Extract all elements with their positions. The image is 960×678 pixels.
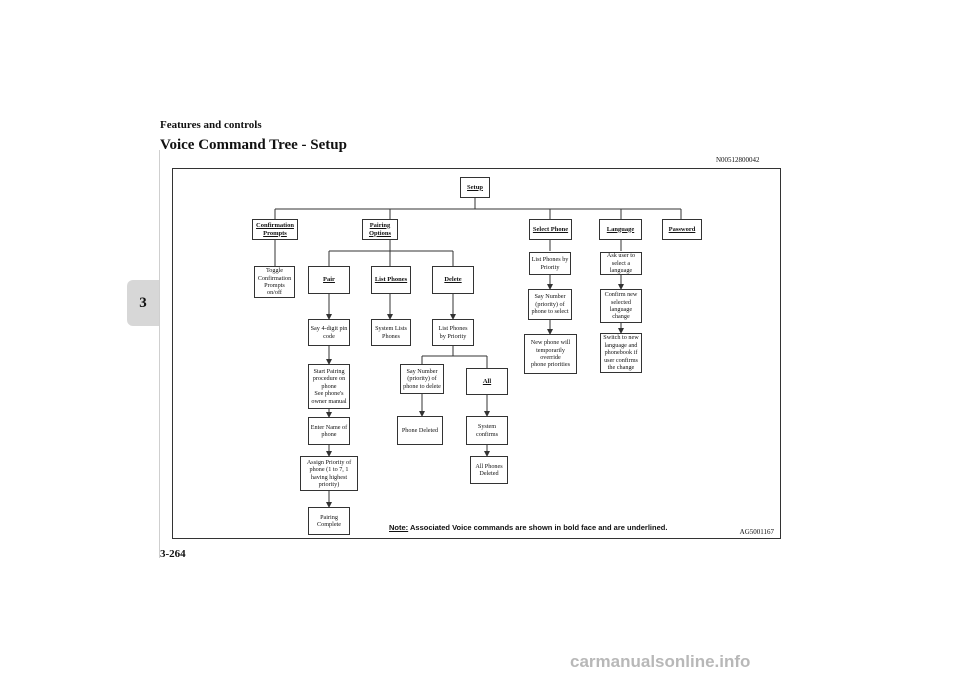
note-text: Associated Voice commands are shown in b… — [408, 523, 668, 532]
pairing-options-node: Pairing Options — [362, 219, 398, 240]
chapter-divider — [159, 150, 160, 558]
delete-node: Delete — [432, 266, 474, 294]
setup-node: Setup — [460, 177, 490, 198]
ask-user-language-node: Ask user to select a language — [600, 252, 642, 275]
enter-name-node: Enter Name of phone — [308, 417, 350, 445]
pair-node: Pair — [308, 266, 350, 294]
language-node: Language — [599, 219, 642, 240]
figure-code: AG5001167 — [739, 528, 774, 536]
password-node: Password — [662, 219, 702, 240]
select-phone-node: Select Phone — [529, 219, 572, 240]
system-confirms-node: System confirms — [466, 416, 508, 445]
reference-code: N00512800042 — [716, 156, 760, 164]
pairing-complete-node: Pairing Complete — [308, 507, 350, 535]
phone-deleted-node: Phone Deleted — [397, 416, 443, 445]
system-lists-phones-node: System Lists Phones — [371, 319, 411, 346]
start-pairing-node: Start Pairing procedure on phone See pho… — [308, 364, 350, 409]
page-title: Voice Command Tree - Setup — [160, 137, 347, 153]
say-number-select-node: Say Number (priority) of phone to select — [528, 289, 572, 320]
switch-language-node: Switch to new language and phonebook if … — [600, 333, 642, 373]
page-number: 3-264 — [160, 548, 186, 560]
assign-priority-node: Assign Priority of phone (1 to 7, 1 havi… — [300, 456, 358, 491]
confirm-language-node: Confirm new selected language change — [600, 289, 642, 323]
all-phones-deleted-node: All Phones Deleted — [470, 456, 508, 484]
connector-lines — [274, 198, 682, 508]
list-phones-by-priority-delete-node: List Phones by Priority — [432, 319, 474, 346]
say-number-delete-node: Say Number (priority) of phone to delete — [400, 364, 444, 394]
toggle-prompts-node: Toggle Confirmation Prompts on/off — [254, 266, 295, 298]
all-node: All — [466, 368, 508, 395]
list-phones-node: List Phones — [371, 266, 411, 294]
confirmation-prompts-node: Confirmation Prompts — [252, 219, 298, 240]
diagram-note: Note: Associated Voice commands are show… — [389, 523, 667, 532]
watermark: carmanualsonline.info — [570, 652, 751, 671]
note-label: Note: — [389, 523, 409, 532]
section-title: Features and controls — [160, 119, 262, 131]
voice-command-tree-diagram: Setup Confirmation Prompts Pairing Optio… — [172, 168, 781, 539]
say-pin-node: Say 4-digit pin code — [308, 319, 350, 346]
list-phones-by-priority-node: List Phones by Priority — [529, 252, 571, 275]
new-phone-override-node: New phone will temporarily override phon… — [524, 334, 577, 374]
chapter-tab: 3 — [127, 280, 159, 326]
